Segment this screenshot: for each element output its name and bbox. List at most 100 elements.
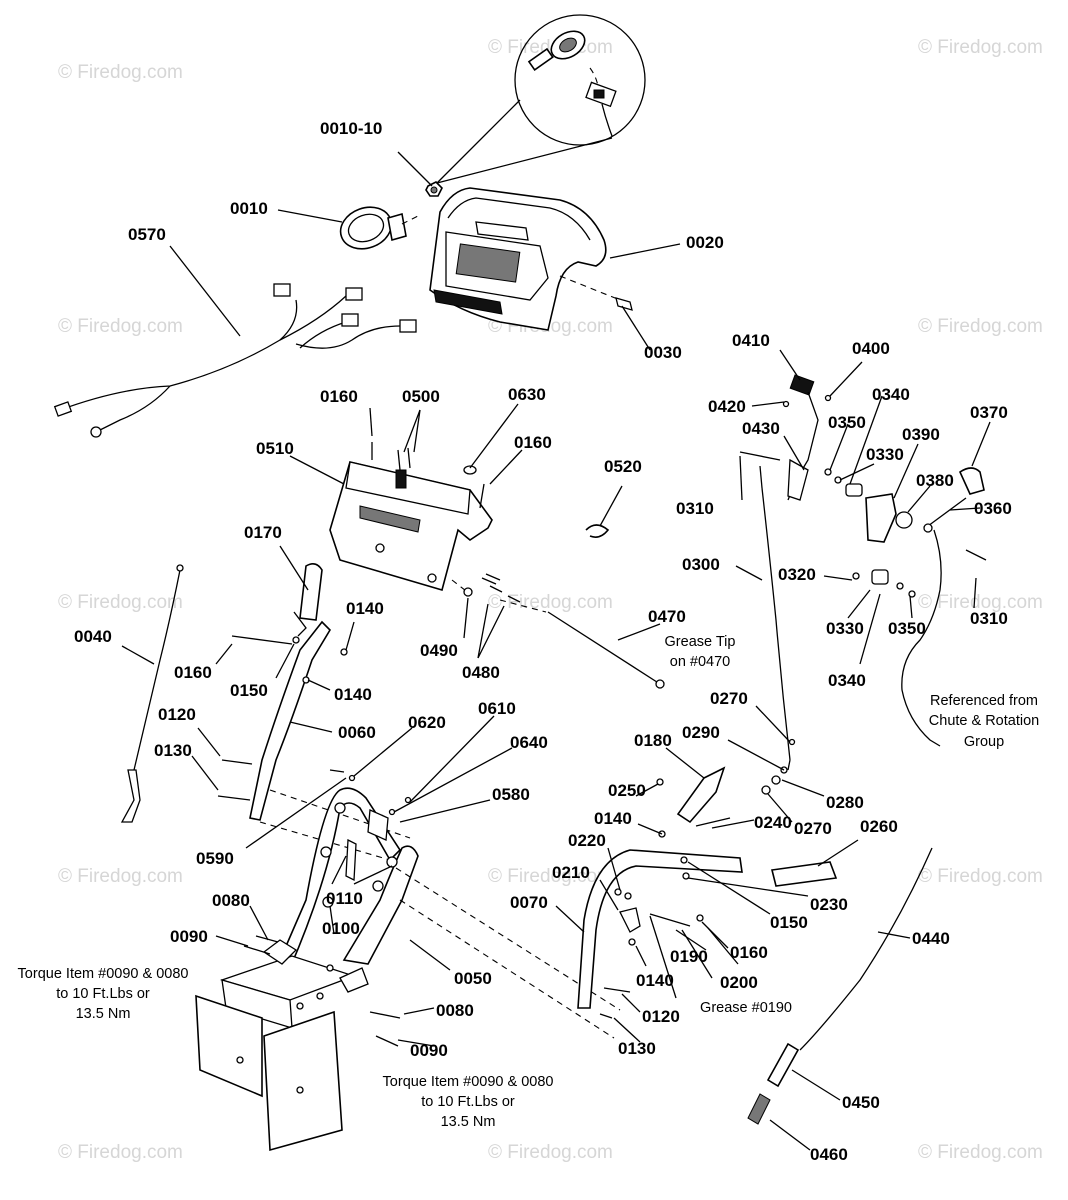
- part-label: 0330: [826, 619, 864, 638]
- torque-note-left: 13.5 Nm: [76, 1006, 131, 1022]
- part-label: 0640: [510, 733, 548, 752]
- part-label: 0380: [916, 471, 954, 490]
- part-label: 0230: [810, 895, 848, 914]
- mounting-brackets: [195, 935, 401, 1152]
- part-label: 0010: [230, 199, 268, 218]
- part-label: 0090: [170, 927, 208, 946]
- part-label: 0060: [338, 723, 376, 742]
- part-label: 0150: [770, 913, 808, 932]
- part-label: 0030: [644, 343, 682, 362]
- part-label: 0100: [322, 919, 360, 938]
- part-label: 0140: [334, 685, 372, 704]
- part-label: 0200: [720, 973, 758, 992]
- watermark: © Firedog.com: [58, 1142, 183, 1163]
- part-label: 0300: [682, 555, 720, 574]
- wire-harness: [53, 283, 417, 438]
- watermark: © Firedog.com: [918, 592, 1043, 613]
- upper-handle-right: [577, 766, 838, 1019]
- console: [329, 442, 521, 603]
- notes: Grease Tip on #0470 Referenced from Chut…: [18, 634, 1040, 1130]
- watermark: © Firedog.com: [488, 1142, 613, 1163]
- part-label: 0520: [604, 457, 642, 476]
- torque-note-bottom: Torque Item #0090 & 0080: [383, 1074, 554, 1090]
- part-label: 0500: [402, 387, 440, 406]
- part-label: 0050: [454, 969, 492, 988]
- part-label: 0570: [128, 225, 166, 244]
- part-label: 0140: [594, 809, 632, 828]
- part-label: 0590: [196, 849, 234, 868]
- watermark: © Firedog.com: [58, 592, 183, 613]
- part-label: 0240: [754, 813, 792, 832]
- torque-note-bottom: 13.5 Nm: [441, 1114, 496, 1130]
- grip: [293, 562, 323, 637]
- reference-note: Chute & Rotation: [929, 713, 1039, 729]
- part-label: 0190: [670, 947, 708, 966]
- part-label: 0170: [244, 523, 282, 542]
- part-label: 0620: [408, 713, 446, 732]
- part-label: 0140: [636, 971, 674, 990]
- part-label: 0350: [888, 619, 926, 638]
- part-label: 0460: [810, 1145, 848, 1164]
- part-label: 0020: [686, 233, 724, 252]
- part-label: 0270: [794, 819, 832, 838]
- part-label: 0090: [410, 1041, 448, 1060]
- watermark: © Firedog.com: [58, 316, 183, 337]
- watermark: © Firedog.com: [918, 1142, 1043, 1163]
- reference-note: Referenced from: [930, 693, 1038, 709]
- part-label: 0410: [732, 331, 770, 350]
- part-label: 0210: [552, 863, 590, 882]
- part-label: 0160: [320, 387, 358, 406]
- headlight-detail-inset: [436, 14, 646, 184]
- watermarks: © Firedog.com © Firedog.com © Firedog.co…: [58, 37, 1043, 1163]
- part-label: 0630: [508, 385, 546, 404]
- watermark: © Firedog.com: [488, 866, 613, 887]
- part-label: 0330: [866, 445, 904, 464]
- part-label: 0400: [852, 339, 890, 358]
- grease-tip-note: on #0470: [670, 654, 730, 670]
- part-label: 0130: [618, 1039, 656, 1058]
- part-label: 0480: [462, 663, 500, 682]
- part-label: 0130: [154, 741, 192, 760]
- part-label: 0150: [230, 681, 268, 700]
- part-label: 0320: [778, 565, 816, 584]
- part-label: 0140: [346, 599, 384, 618]
- torque-note-left: to 10 Ft.Lbs or: [56, 986, 150, 1002]
- part-label: 0120: [642, 1007, 680, 1026]
- part-label: 0180: [634, 731, 672, 750]
- part-label: 0350: [828, 413, 866, 432]
- grease-tip-note: Grease Tip: [665, 634, 736, 650]
- part-label: 0370: [970, 403, 1008, 422]
- reference-note: Group: [964, 734, 1004, 750]
- leader-lines: [121, 151, 991, 1151]
- drive-rod: [499, 599, 665, 689]
- part-label: 0390: [902, 425, 940, 444]
- part-label: 0310: [970, 609, 1008, 628]
- part-label: 0080: [212, 891, 250, 910]
- part-label: 0450: [842, 1093, 880, 1112]
- watermark: © Firedog.com: [918, 37, 1043, 58]
- dash-panel: [429, 187, 633, 331]
- watermark: © Firedog.com: [918, 316, 1043, 337]
- part-label: 0010-10: [320, 119, 382, 138]
- part-label: 0490: [420, 641, 458, 660]
- watermark: © Firedog.com: [918, 866, 1043, 887]
- watermark: © Firedog.com: [58, 62, 183, 83]
- part-label: 0360: [974, 499, 1012, 518]
- part-label: 0160: [174, 663, 212, 682]
- part-label: 0290: [682, 723, 720, 742]
- left-cable: [120, 564, 184, 823]
- shift-linkage: [739, 374, 987, 795]
- part-label: 0280: [826, 793, 864, 812]
- part-label: 0220: [568, 831, 606, 850]
- part-label: 0420: [708, 397, 746, 416]
- headlight: [339, 181, 443, 250]
- part-label: 0040: [74, 627, 112, 646]
- shift-cable: [747, 847, 933, 1125]
- part-label: 0610: [478, 699, 516, 718]
- part-label: 0080: [436, 1001, 474, 1020]
- part-label: 0470: [648, 607, 686, 626]
- part-label: 0160: [730, 943, 768, 962]
- torque-note-left: Torque Item #0090 & 0080: [18, 966, 189, 982]
